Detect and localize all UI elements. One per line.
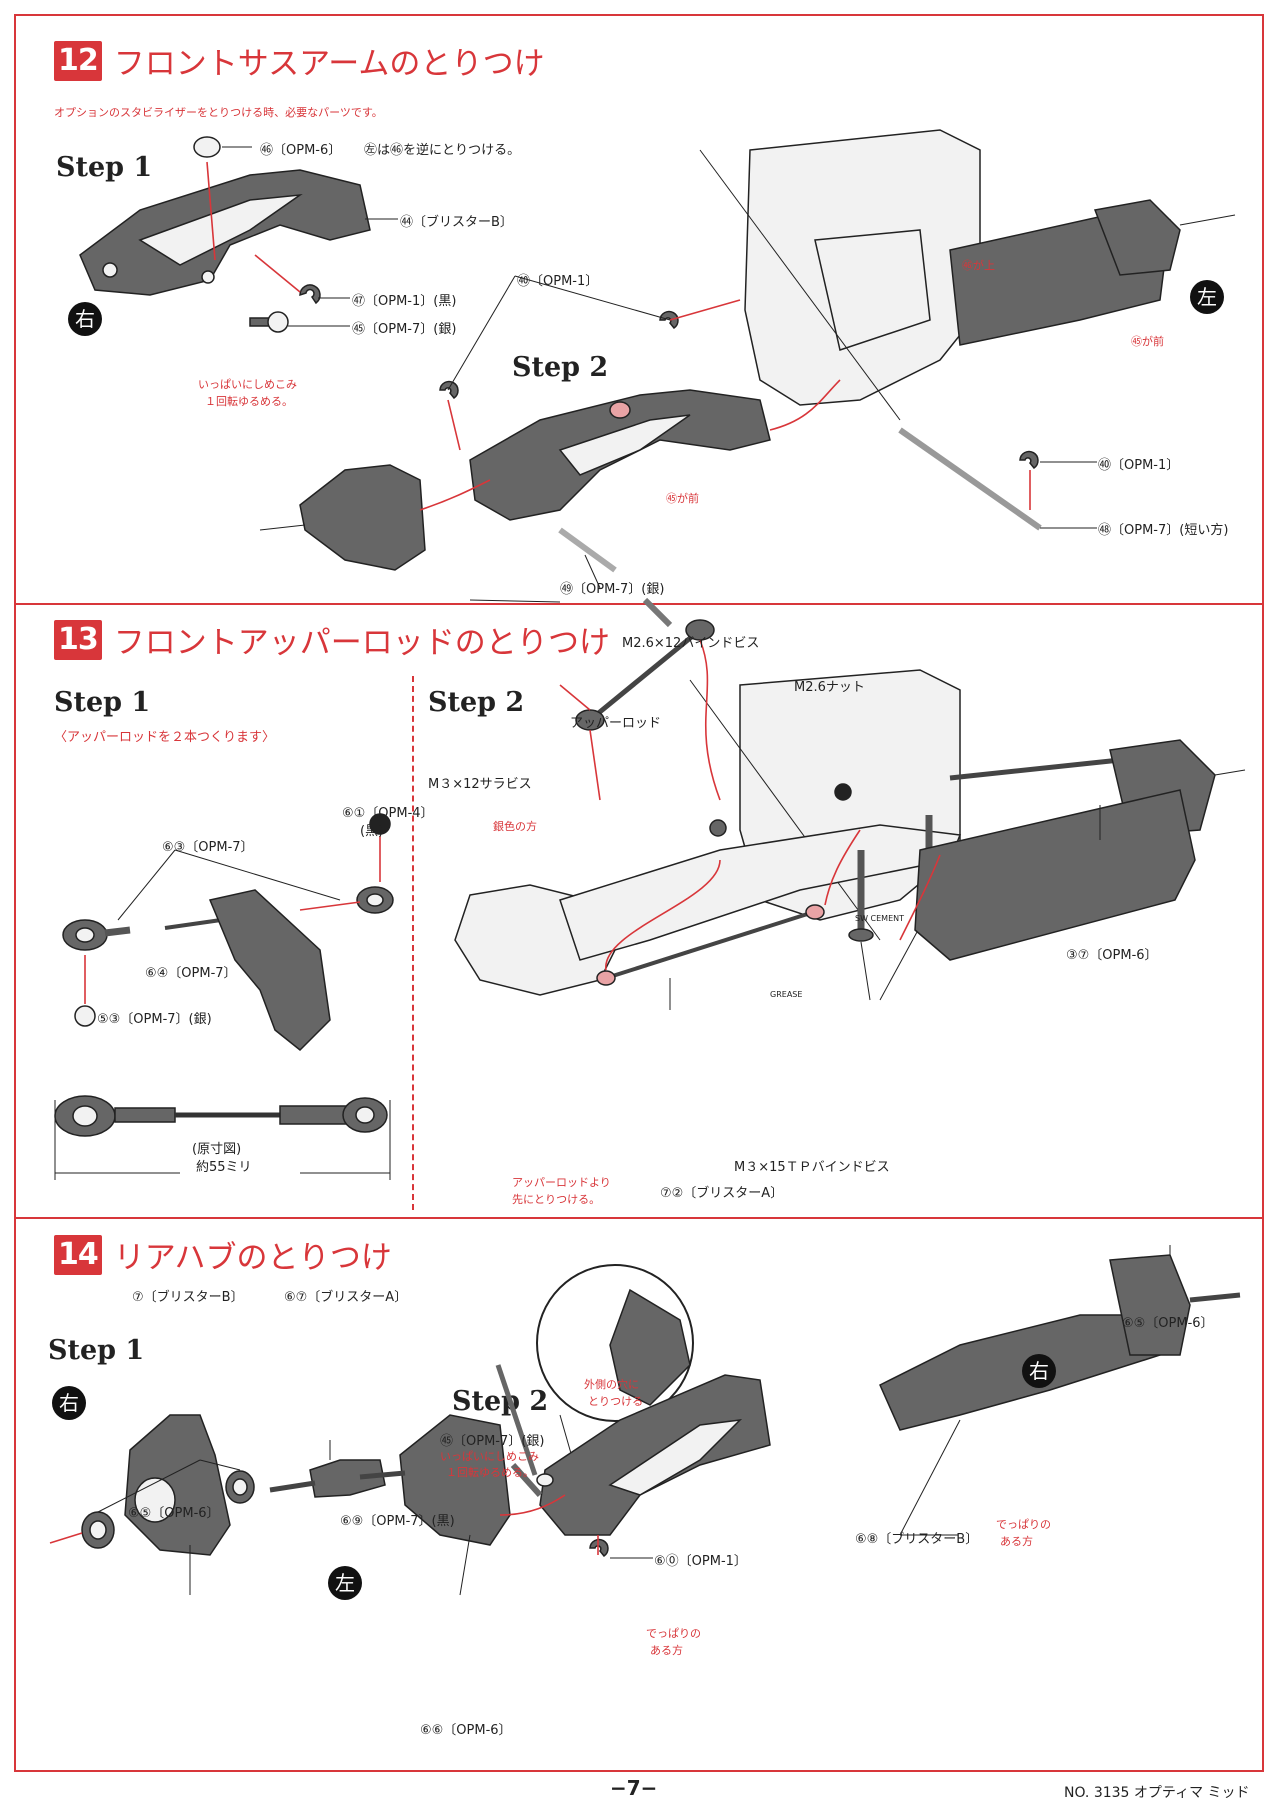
left-side-badge: 左 — [328, 1566, 362, 1600]
bind-screw-label: M2.6×12バインドビス — [622, 636, 760, 651]
part-60-label: ⑥⓪〔OPM-1〕 — [654, 1554, 747, 1569]
section-13-header: 13 フロントアッパーロッドのとりつけ — [54, 617, 610, 662]
section-title: リアハブのとりつけ — [113, 1240, 392, 1276]
part-58-label: ㊽〔OPM-7〕(短い方) — [1098, 523, 1229, 538]
step-2-heading: Step 2 — [452, 1386, 549, 1417]
length-label: 約55ミリ — [196, 1160, 252, 1175]
tighten-note: いっぱいにしめこみ — [198, 378, 297, 391]
step-1-heading: Step 1 — [56, 152, 153, 183]
part-55-label: ㊺〔OPM-7〕(銀) — [440, 1434, 545, 1449]
section-14-illustration — [49, 1245, 1241, 1596]
section-12-illustration — [79, 129, 1236, 589]
part-72-label: ⑦②〔ブリスターA〕 — [660, 1186, 784, 1201]
loosen-note: １回転ゆるめる。 — [446, 1466, 534, 1479]
sara-screw-label: M３×12サラビス — [428, 777, 532, 792]
protrude-right-note-1: でっぱりの — [996, 1518, 1051, 1531]
rod-first-note-1: アッパーロッドより — [512, 1176, 611, 1189]
part-7-label: ⑦〔ブリスターB〕 — [132, 1290, 244, 1305]
part-63-label: ⑥③〔OPM-7〕 — [162, 840, 254, 855]
part-55-front-note: ㊺が前 — [666, 492, 699, 505]
protrude-right-note-2: ある方 — [1000, 1535, 1033, 1548]
tp-screw-label: M３×15ＴＰバインドビス — [734, 1160, 890, 1175]
part-56-up-note: ㊻が上 — [962, 259, 995, 272]
loosen-note: １回転ゆるめる。 — [205, 395, 293, 408]
step-1-heading: Step 1 — [48, 1335, 145, 1366]
rod-first-note-2: 先にとりつける。 — [512, 1193, 601, 1206]
grease-tag: GREASE — [770, 990, 803, 999]
step-2-heading: Step 2 — [512, 352, 609, 383]
part-65b-label: ⑥⑤〔OPM-6〕 — [1122, 1316, 1214, 1331]
part-66-label: ⑥⑥〔OPM-6〕 — [420, 1723, 512, 1738]
product-number: NO. 3135 オプティマ ミッド — [1064, 1785, 1250, 1801]
protrude-left-note-2: ある方 — [650, 1644, 683, 1657]
nut-label: M2.6ナット — [794, 680, 865, 695]
part-61-color: (黒) — [360, 824, 384, 839]
part-69-label: ⑥⑨〔OPM-7〕(黒) — [340, 1514, 455, 1529]
section-divider — [14, 1217, 1264, 1219]
section-number: 13 — [54, 619, 102, 660]
part-57-label: ㊼〔OPM-1〕(黒) — [352, 294, 457, 309]
part-56-label: ㊻〔OPM-6〕 — [260, 143, 342, 158]
part-54-label: ㊹〔ブリスターB〕 — [400, 215, 513, 230]
upper-rod-label: アッパーロッド — [570, 716, 662, 731]
part-37-label: ③⑦〔OPM-6〕 — [1066, 948, 1158, 963]
option-note: オプションのスタビライザーをとりつける時、必要なパーツです。 — [54, 106, 383, 119]
section-number: 14 — [54, 1234, 102, 1275]
section-14-header: 14 リアハブのとりつけ — [54, 1232, 392, 1277]
right-side-badge: 右 — [52, 1386, 86, 1420]
section-number: 12 — [54, 40, 102, 81]
part-53-label: ⑤③〔OPM-7〕(銀) — [97, 1012, 212, 1027]
section-12-header: 12 フロントサスアームのとりつけ — [54, 38, 545, 83]
section-title: フロントアッパーロッドのとりつけ — [113, 625, 611, 661]
section-title: フロントサスアームのとりつけ — [113, 46, 545, 82]
part-64-label: ⑥④〔OPM-7〕 — [145, 966, 237, 981]
section-divider — [14, 603, 1264, 605]
cement-tag: SW CEMENT — [855, 914, 904, 923]
part-59-label: ㊾〔OPM-7〕(銀) — [560, 582, 665, 597]
page-number: −7− — [610, 1776, 658, 1800]
step-1-subtitle: 〈アッパーロッドを２本つくります〉 — [54, 730, 276, 745]
part-60a-label: ㊵〔OPM-1〕 — [517, 274, 599, 289]
silver-side-note: 銀色の方 — [493, 820, 537, 833]
protrude-left-note-1: でっぱりの — [646, 1627, 701, 1640]
part-65a-label: ⑥⑤〔OPM-6〕 — [128, 1506, 220, 1521]
step-1-heading: Step 1 — [54, 687, 151, 718]
part-68-label: ⑥⑧〔ブリスターB〕 — [855, 1532, 979, 1547]
part-55-label: ㊺〔OPM-7〕(銀) — [352, 322, 457, 337]
right-side-badge: 右 — [68, 302, 102, 336]
page-frame — [14, 14, 1264, 1772]
outer-hole-note-2: とりつける — [588, 1395, 644, 1408]
part-67-label: ⑥⑦〔ブリスターA〕 — [284, 1290, 408, 1305]
left-side-badge: 左 — [1190, 280, 1224, 314]
tighten-note: いっぱいにしめこみ — [440, 1450, 539, 1463]
step-separator — [412, 676, 414, 1210]
actual-size-label: (原寸図) — [192, 1142, 242, 1157]
part-60b-label: ㊵〔OPM-1〕 — [1098, 458, 1180, 473]
right-side-badge-2: 右 — [1022, 1354, 1056, 1388]
part-56-note: ㊧は㊻を逆にとりつける。 — [364, 143, 521, 158]
part-55-front-right-note: ㊺が前 — [1131, 335, 1164, 348]
outer-hole-note-1: 外側の穴に — [584, 1378, 639, 1391]
step-2-heading: Step 2 — [428, 687, 525, 718]
section-13-illustration — [54, 597, 1246, 1180]
part-61-label: ⑥①〔OPM-4〕 — [342, 806, 434, 821]
